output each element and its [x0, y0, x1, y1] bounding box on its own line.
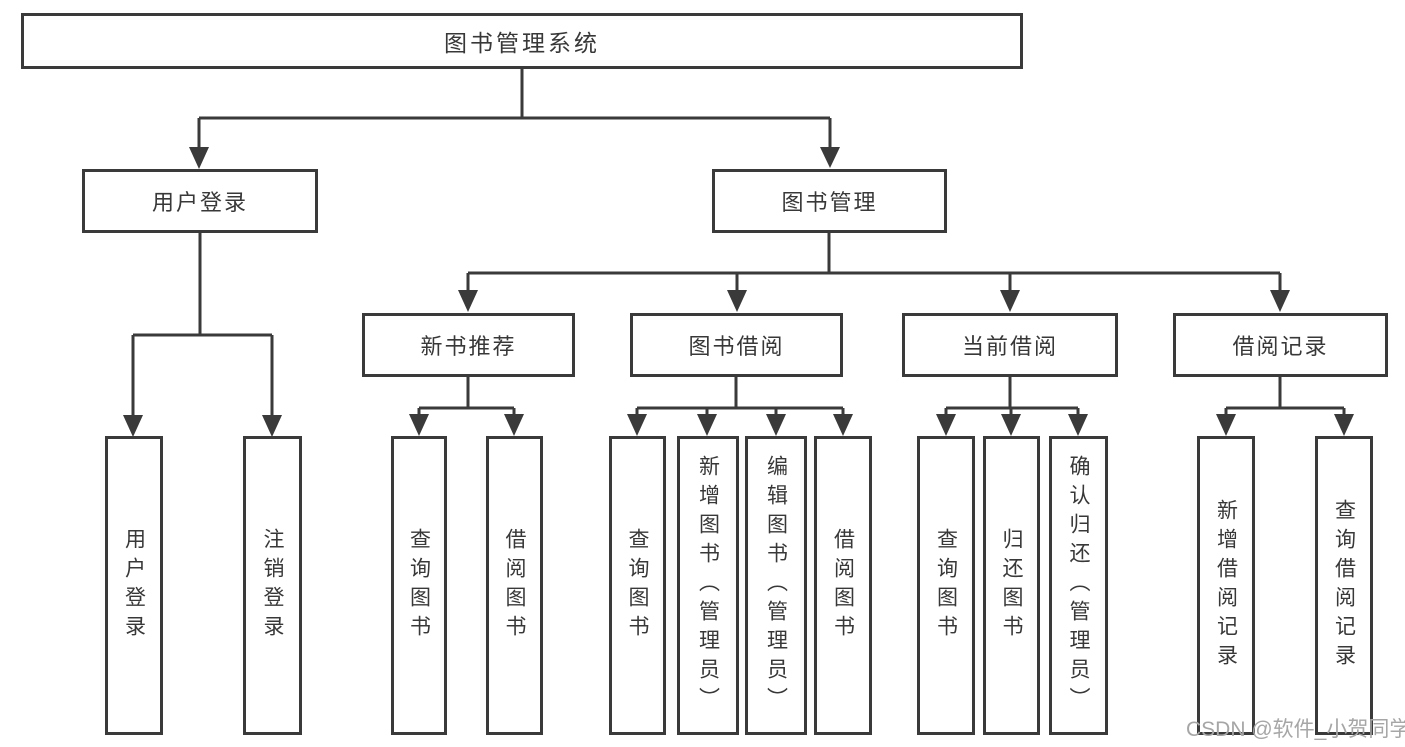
node-book-borrowing: 图书借阅 [630, 313, 843, 377]
leaf-label: 确认归还（管理员） [1067, 455, 1090, 716]
node-borrow-records: 借阅记录 [1173, 313, 1388, 377]
leaf-label: 查询图书 [934, 527, 958, 644]
node-current-borrowing: 当前借阅 [902, 313, 1118, 377]
leaf-records-add-record: 新增借阅记录 [1197, 436, 1255, 735]
node-label: 图书管理系统 [444, 30, 600, 56]
node-user-login: 用户登录 [82, 169, 318, 233]
leaf-label: 查询图书 [626, 527, 649, 644]
node-label: 新书推荐 [420, 334, 517, 359]
leaf-label: 用户登录 [122, 527, 146, 644]
node-new-book-recommend: 新书推荐 [362, 313, 575, 377]
leaf-user-login: 用户登录 [105, 436, 163, 735]
leaf-label: 查询图书 [407, 527, 431, 644]
leaf-label: 归还图书 [1000, 527, 1023, 644]
leaf-borrow-add-book-admin: 新增图书（管理员） [677, 436, 739, 735]
leaf-records-query-record: 查询借阅记录 [1315, 436, 1373, 735]
leaf-label: 借阅图书 [503, 527, 526, 644]
leaf-label: 注销登录 [261, 527, 284, 644]
csdn-watermark: CSDN @软件_小贺同学 [1186, 718, 1405, 741]
node-label: 图书借阅 [688, 334, 785, 359]
node-label: 图书管理 [781, 190, 878, 215]
leaf-logout: 注销登录 [243, 436, 302, 735]
leaf-label: 编辑图书（管理员） [764, 455, 788, 716]
leaf-borrow-borrow-books: 借阅图书 [814, 436, 872, 735]
node-label: 借阅记录 [1232, 334, 1329, 359]
leaf-label: 查询借阅记录 [1332, 498, 1356, 673]
leaf-label: 新增借阅记录 [1214, 498, 1238, 673]
leaf-current-return-books: 归还图书 [983, 436, 1040, 735]
node-label: 当前借阅 [961, 334, 1058, 359]
leaf-current-confirm-return-admin: 确认归还（管理员） [1049, 436, 1108, 735]
leaf-label: 新增图书（管理员） [696, 455, 720, 716]
leaf-newbook-query-books: 查询图书 [391, 436, 447, 735]
leaf-label: 借阅图书 [831, 527, 855, 644]
leaf-newbook-borrow-books: 借阅图书 [486, 436, 543, 735]
node-book-management: 图书管理 [712, 169, 947, 233]
leaf-current-query-books: 查询图书 [917, 436, 975, 735]
node-label: 用户登录 [151, 190, 248, 215]
leaf-borrow-query-books: 查询图书 [609, 436, 666, 735]
node-library-management-system: 图书管理系统 [21, 13, 1023, 69]
leaf-borrow-edit-book-admin: 编辑图书（管理员） [745, 436, 807, 735]
